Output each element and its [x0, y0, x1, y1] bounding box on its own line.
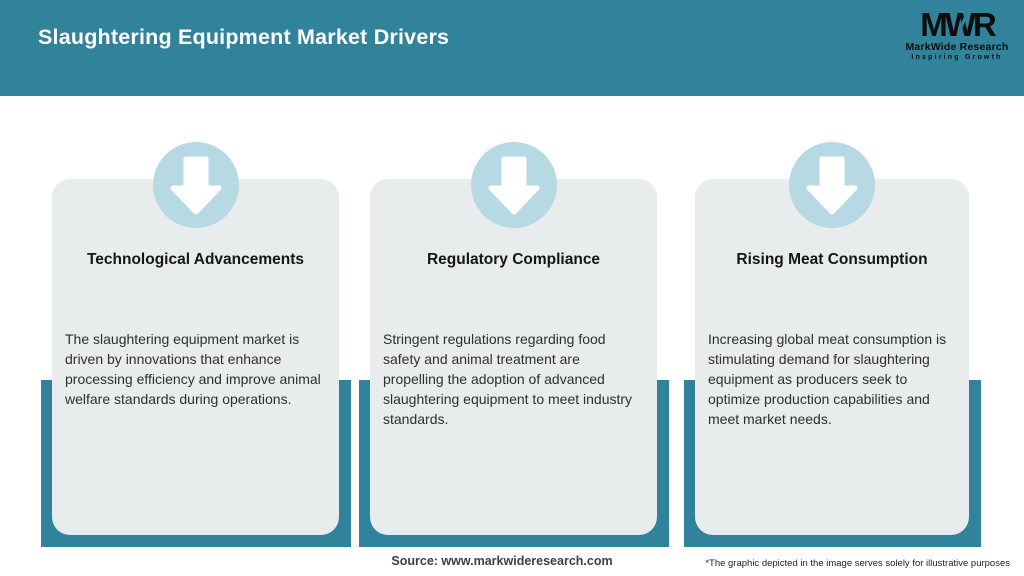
- logo-mark: MWR: [920, 6, 996, 43]
- down-arrow-icon: [789, 142, 875, 228]
- logo-tagline: Inspiring Growth: [911, 54, 1003, 61]
- driver-card-regulatory-compliance: Regulatory Compliance Stringent regulati…: [359, 0, 669, 576]
- disclaimer-text: *The graphic depicted in the image serve…: [705, 558, 1010, 569]
- card-description: Increasing global meat consumption is st…: [708, 331, 947, 427]
- card-title: Regulatory Compliance: [426, 251, 601, 268]
- driver-card: Technological Advancements The slaughter…: [52, 179, 339, 535]
- logo-acronym: MWR: [920, 6, 996, 43]
- down-arrow-icon: [470, 142, 557, 228]
- card-title: Technological Advancements: [86, 251, 305, 268]
- header-bar: Slaughtering Equipment Market Drivers MW…: [0, 0, 1024, 96]
- driver-card: Rising Meat Consumption Increasing globa…: [695, 179, 969, 535]
- driver-card-rising-meat-consumption: Rising Meat Consumption Increasing globa…: [684, 0, 981, 576]
- source-text: Source: www.markwideresearch.com: [391, 554, 613, 568]
- card-title: Rising Meat Consumption: [736, 251, 928, 268]
- driver-card-technological-advancements: Technological Advancements The slaughter…: [41, 0, 351, 576]
- card-description: The slaughtering equipment market is dri…: [65, 331, 321, 407]
- page-title: Slaughtering Equipment Market Drivers: [38, 25, 450, 49]
- logo-company-name: MarkWide Research: [905, 41, 1009, 53]
- markwide-research-logo: MWR MarkWide Research Inspiring Growth: [902, 6, 1012, 62]
- driver-card: Regulatory Compliance Stringent regulati…: [370, 179, 657, 535]
- card-description: Stringent regulations regarding food saf…: [383, 331, 633, 427]
- down-arrow-icon: [152, 142, 239, 228]
